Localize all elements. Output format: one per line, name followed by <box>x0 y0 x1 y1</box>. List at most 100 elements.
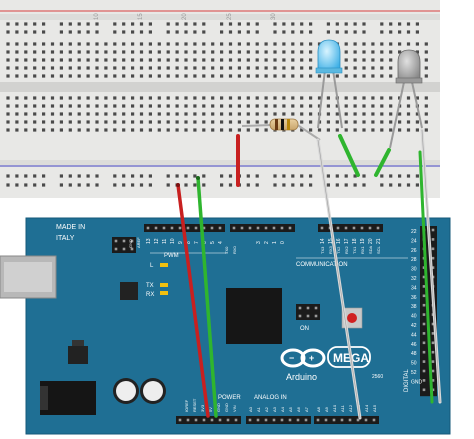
breadboard-hole <box>371 42 375 46</box>
breadboard-hole <box>273 112 277 116</box>
breadboard-hole <box>42 96 46 100</box>
breadboard-hole <box>139 50 144 54</box>
breadboard-hole <box>353 42 357 46</box>
breadboard-hole <box>42 66 46 70</box>
breadboard-hole <box>246 50 250 54</box>
breadboard-hole <box>415 120 419 124</box>
breadboard-hole <box>237 120 241 124</box>
breadboard-hole <box>77 104 81 108</box>
breadboard-hole <box>237 30 241 34</box>
breadboard-hole <box>68 104 72 108</box>
breadboard-hole <box>300 58 304 62</box>
header-strip <box>230 224 295 232</box>
breadboard-hole <box>389 22 393 26</box>
breadboard-hole <box>362 96 366 100</box>
header-pin <box>356 418 360 422</box>
header-pin <box>218 418 222 422</box>
pin-number-label: 3 <box>256 241 262 244</box>
analog-in-label: ANALOG IN <box>254 395 287 401</box>
breadboard-hole <box>50 112 55 116</box>
pin-number-label: 22 <box>411 229 417 235</box>
pin-number-label: 19 <box>360 238 366 244</box>
breadboard-hole <box>122 104 126 108</box>
breadboard-hole <box>389 50 393 54</box>
breadboard-hole <box>33 128 37 132</box>
header-strip <box>176 416 241 424</box>
breadboard-hole <box>398 30 402 34</box>
breadboard-hole <box>362 183 366 187</box>
breadboard-hole <box>246 96 250 100</box>
breadboard-hole <box>24 30 28 34</box>
breadboard-hole <box>6 50 10 54</box>
jumper-wire-green <box>374 148 391 177</box>
breadboard-hole <box>237 22 241 26</box>
breadboard-hole <box>131 30 135 34</box>
breadboard-hole <box>59 42 63 46</box>
logo-loop <box>280 348 306 368</box>
breadboard-hole <box>228 120 233 124</box>
breadboard-hole <box>175 96 179 100</box>
breadboard-hole <box>184 128 188 132</box>
breadboard-hole <box>317 104 322 108</box>
breadboard-hole <box>344 120 348 124</box>
breadboard-hole <box>184 104 188 108</box>
breadboard-hole <box>389 183 393 187</box>
breadboard-hole <box>389 74 393 78</box>
breadboard-hole <box>264 120 268 124</box>
breadboard-hole <box>6 174 10 178</box>
breadboard-hole <box>193 42 197 46</box>
header-pin <box>264 226 268 230</box>
breadboard-hole <box>273 66 277 70</box>
breadboard-hole <box>389 58 393 62</box>
breadboard-hole <box>415 42 419 46</box>
header-pin <box>422 266 426 269</box>
icsp-pin <box>130 239 134 243</box>
breadboard-hole <box>246 22 250 26</box>
breadboard-hole <box>122 50 126 54</box>
breadboard-hole <box>15 74 19 78</box>
pin-number-label: 46 <box>411 342 417 348</box>
breadboard-hole <box>33 58 37 62</box>
breadboard-hole <box>184 30 188 34</box>
breadboard-hole <box>380 22 384 26</box>
breadboard-hole <box>33 104 37 108</box>
breadboard-hole <box>148 96 152 100</box>
rail-groove-top <box>0 14 440 20</box>
column-number: 20 <box>182 13 188 20</box>
breadboard-hole <box>237 58 241 62</box>
breadboard-hole <box>6 104 10 108</box>
breadboard-hole <box>220 22 224 26</box>
header-pin <box>431 379 435 382</box>
breadboard-hole <box>246 104 250 108</box>
led-bulb <box>397 49 421 83</box>
breadboard-hole <box>380 183 384 187</box>
breadboard-hole <box>68 174 72 178</box>
breadboard-hole <box>113 22 117 26</box>
breadboard-hole <box>371 74 375 78</box>
reset-button-cap[interactable] <box>347 313 357 323</box>
breadboard-hole <box>246 74 250 78</box>
pin-number-label: GND <box>411 379 423 385</box>
breadboard-hole <box>33 74 37 78</box>
breadboard-hole <box>202 104 206 108</box>
breadboard-hole <box>77 50 81 54</box>
breadboard-hole <box>300 74 304 78</box>
breadboard-hole <box>122 58 126 62</box>
breadboard-hole <box>166 183 170 187</box>
breadboard-hole <box>246 66 250 70</box>
breadboard-hole <box>282 174 286 178</box>
breadboard-hole <box>77 22 81 26</box>
digital-header-top <box>144 224 383 232</box>
header-pin <box>170 226 174 230</box>
header-pin <box>296 418 300 422</box>
pin-name-label: RX3 <box>328 245 333 254</box>
breadboard-hole <box>157 42 161 46</box>
led-bulb <box>317 39 341 73</box>
header-pin <box>422 360 426 363</box>
header-pin <box>364 418 368 422</box>
icsp-pin <box>122 247 126 251</box>
breadboard-hole <box>220 30 224 34</box>
breadboard-hole <box>86 74 90 78</box>
breadboard-hole <box>300 120 304 124</box>
breadboard-hole <box>122 74 126 78</box>
